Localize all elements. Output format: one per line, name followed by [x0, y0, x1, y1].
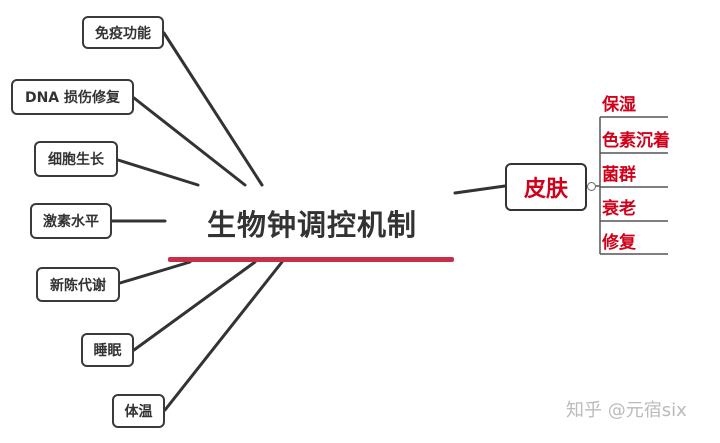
central-topic[interactable]: 生物钟调控机制	[170, 198, 454, 248]
branch-body-temp-label: 体温	[124, 404, 153, 420]
branch-cell-growth-label: 细胞生长	[48, 152, 104, 168]
branch-skin[interactable]: 皮肤	[505, 163, 587, 211]
branch-dna-repair[interactable]: DNA 损伤修复	[11, 79, 134, 115]
branch-immune[interactable]: 免疫功能	[82, 16, 164, 49]
watermark: 知乎 @元宿six	[566, 400, 687, 421]
branch-sleep-label: 睡眠	[93, 343, 122, 359]
connector-dna	[132, 96, 247, 187]
connector-sleep	[132, 260, 257, 352]
branch-body-temp[interactable]: 体温	[112, 394, 165, 428]
branch-hormone[interactable]: 激素水平	[30, 203, 112, 239]
connector-metabolism	[118, 260, 192, 285]
skin-child-pigmentation[interactable]: 色素沉着	[602, 131, 670, 151]
branch-skin-label: 皮肤	[523, 177, 568, 202]
collapse-knob-icon[interactable]	[587, 182, 596, 191]
branch-dna-repair-label: DNA 损伤修复	[24, 90, 121, 106]
connector-immune	[162, 31, 264, 187]
branch-metabolism-label: 新陈代谢	[50, 277, 106, 294]
skin-child-aging[interactable]: 衰老	[602, 199, 636, 219]
connector-body-temp	[163, 260, 284, 412]
skin-bracket	[596, 116, 668, 255]
central-topic-label: 生物钟调控机制	[206, 208, 417, 242]
skin-child-microbiome[interactable]: 菌群	[602, 165, 636, 185]
branch-sleep[interactable]: 睡眠	[81, 333, 134, 367]
branch-metabolism[interactable]: 新陈代谢	[36, 267, 120, 302]
skin-child-moisturize[interactable]: 保湿	[602, 95, 636, 115]
connector-cell-growth	[116, 158, 200, 187]
central-underline	[168, 257, 454, 262]
branch-immune-label: 免疫功能	[95, 25, 151, 42]
branch-cell-growth[interactable]: 细胞生长	[34, 141, 118, 177]
skin-child-repair[interactable]: 修复	[602, 233, 636, 253]
branch-hormone-label: 激素水平	[43, 214, 99, 230]
connector-skin	[453, 184, 507, 195]
